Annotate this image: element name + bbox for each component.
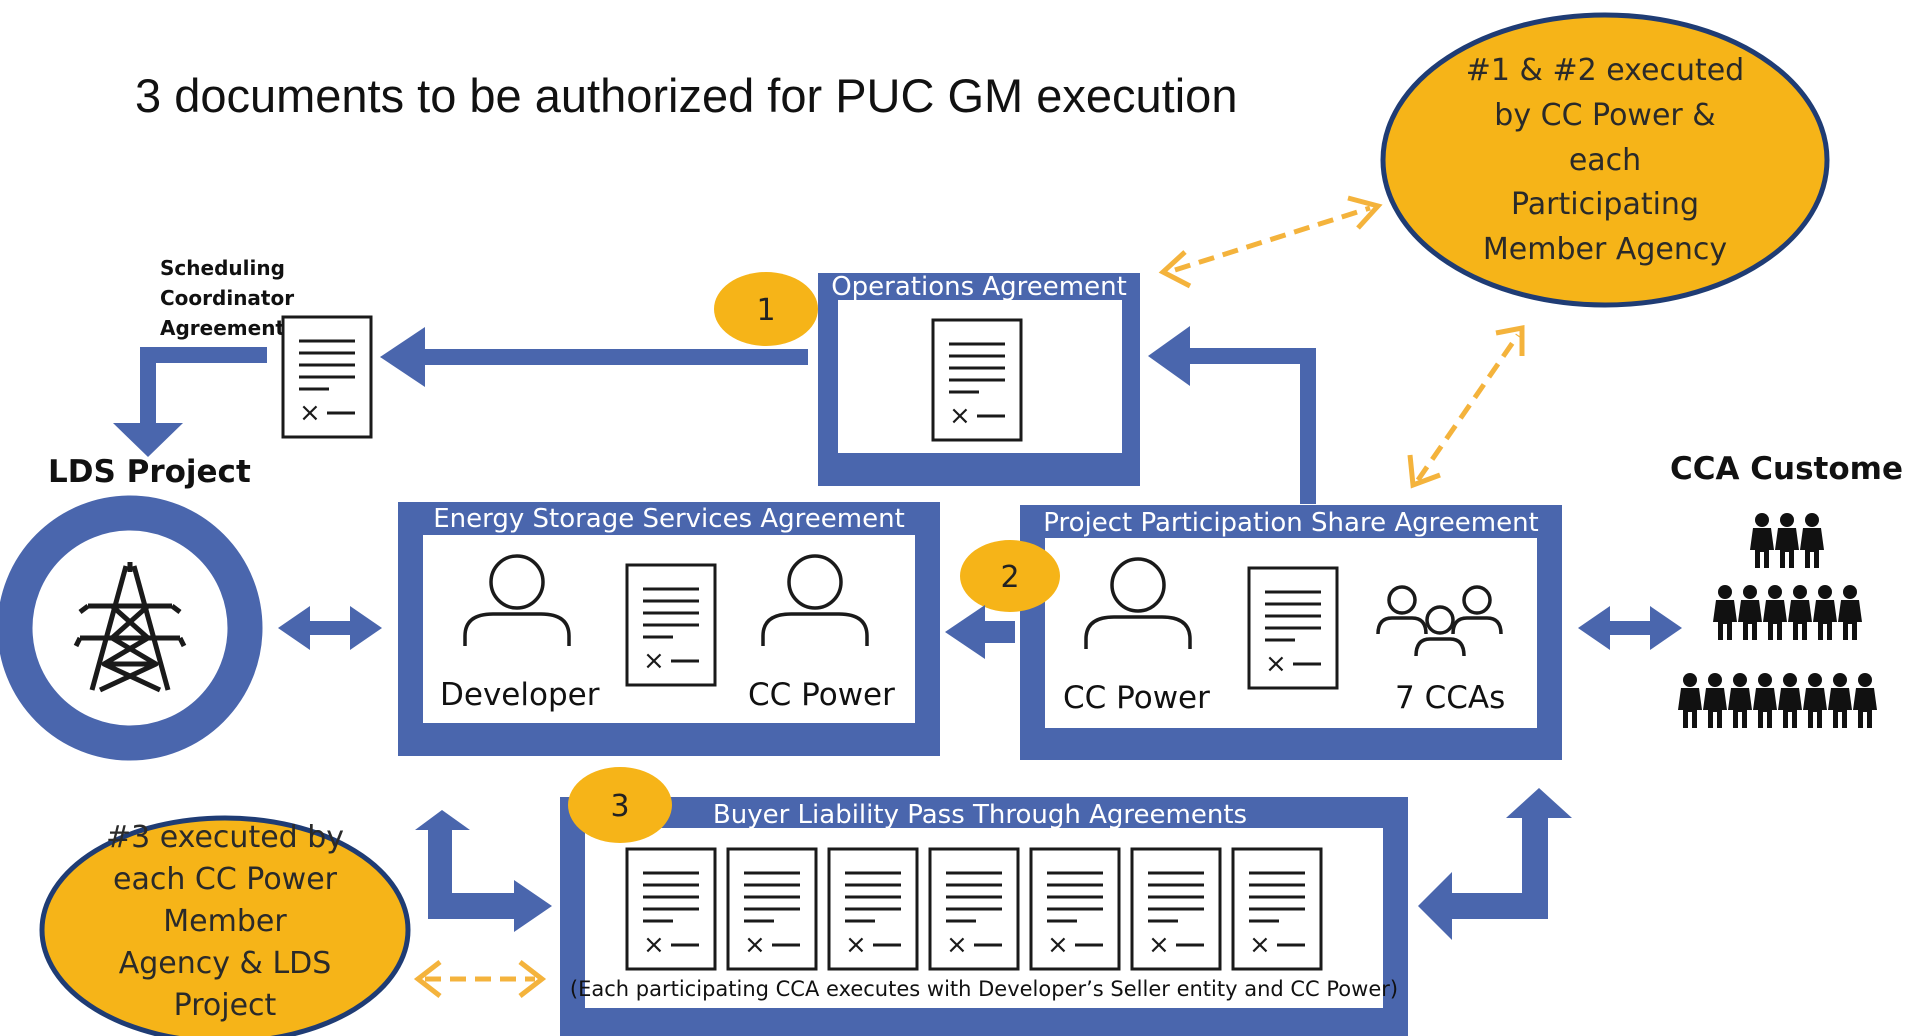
lds-project-label: LDS Project bbox=[48, 454, 251, 490]
badge-3-number: 3 bbox=[610, 789, 629, 824]
oval-bottom: #3 executed by each CC Power Member Agen… bbox=[39, 815, 411, 1036]
badge-1: 1 bbox=[714, 272, 818, 346]
arrow-essa-to-blpt bbox=[415, 810, 552, 932]
oval-bottom-line: Agency & LDS bbox=[119, 946, 332, 981]
oval-top-line: by CC Power & bbox=[1494, 98, 1715, 133]
ppsa-right-label: 7 CCAs bbox=[1395, 680, 1505, 716]
document-icon bbox=[726, 847, 818, 971]
document-icon bbox=[1231, 847, 1323, 971]
blpt-documents bbox=[625, 847, 1323, 971]
oval-top-line: Member Agency bbox=[1483, 232, 1727, 267]
document-icon bbox=[928, 847, 1020, 971]
scheduling-document-icon bbox=[281, 315, 373, 439]
document-icon bbox=[1247, 566, 1339, 690]
document-icon bbox=[1029, 847, 1121, 971]
badge-2-number: 2 bbox=[1000, 560, 1019, 595]
oval-bottom-line: Project bbox=[174, 988, 277, 1023]
arrow-ppsa-to-ops bbox=[1148, 326, 1316, 504]
ppsa-title: Project Participation Share Agreement bbox=[1043, 508, 1539, 538]
oval-top-line: Participating bbox=[1511, 187, 1699, 222]
blpt-title: Buyer Liability Pass Through Agreements bbox=[713, 800, 1247, 830]
essa-left-label: Developer bbox=[440, 677, 600, 713]
document-icon bbox=[625, 847, 717, 971]
blpt-box: Buyer Liability Pass Through Agreements … bbox=[560, 797, 1408, 1036]
essa-box: Energy Storage Services Agreement Develo… bbox=[398, 502, 940, 756]
document-icon bbox=[931, 318, 1023, 442]
arrow-scheduling-to-lds bbox=[113, 347, 267, 457]
ppsa-left-label: CC Power bbox=[1063, 680, 1210, 716]
oval-top: #1 & #2 executed by CC Power & each Part… bbox=[1380, 12, 1830, 308]
arrow-ppsa-to-blpt bbox=[1418, 788, 1572, 940]
people-pyramid-icon bbox=[1678, 513, 1877, 728]
blpt-note: (Each participating CCA executes with De… bbox=[570, 977, 1398, 1001]
oval-bottom-line: each CC Power bbox=[113, 862, 338, 897]
scheduling-label: Agreement bbox=[160, 316, 285, 340]
oval-top-line: each bbox=[1569, 143, 1641, 178]
arrow-lds-essa bbox=[278, 606, 382, 650]
oval-top-line: #1 & #2 executed bbox=[1466, 53, 1744, 88]
badge-3: 3 bbox=[568, 767, 672, 843]
ppsa-box: Project Participation Share Agreement CC… bbox=[1020, 505, 1562, 760]
document-icon bbox=[827, 847, 919, 971]
scheduling-label: Coordinator bbox=[160, 286, 294, 310]
essa-right-label: CC Power bbox=[748, 677, 895, 713]
group-people-icon bbox=[1376, 585, 1503, 657]
badge-2: 2 bbox=[960, 540, 1060, 612]
document-icon bbox=[1130, 847, 1222, 971]
arrow-ppsa-to-essa bbox=[945, 605, 1015, 659]
cca-customers-label: CCA Customers bbox=[1670, 451, 1905, 487]
operations-agreement-title: Operations Agreement bbox=[831, 272, 1127, 302]
badge-1-number: 1 bbox=[756, 293, 775, 328]
oval-bottom-line: Member bbox=[163, 904, 287, 939]
oval-bottom-line: #3 executed by bbox=[106, 820, 344, 855]
dashed-arrows bbox=[413, 195, 1525, 998]
operations-agreement-box: Operations Agreement bbox=[818, 272, 1140, 486]
document-icon bbox=[625, 563, 717, 687]
scheduling-label: Scheduling bbox=[160, 256, 285, 280]
transmission-tower-icon bbox=[0, 495, 263, 761]
page-title: 3 documents to be authorized for PUC GM … bbox=[135, 69, 1237, 122]
arrow-ops-to-scheduling bbox=[380, 327, 808, 387]
arrow-ppsa-cca bbox=[1578, 606, 1682, 650]
essa-title: Energy Storage Services Agreement bbox=[433, 504, 905, 534]
